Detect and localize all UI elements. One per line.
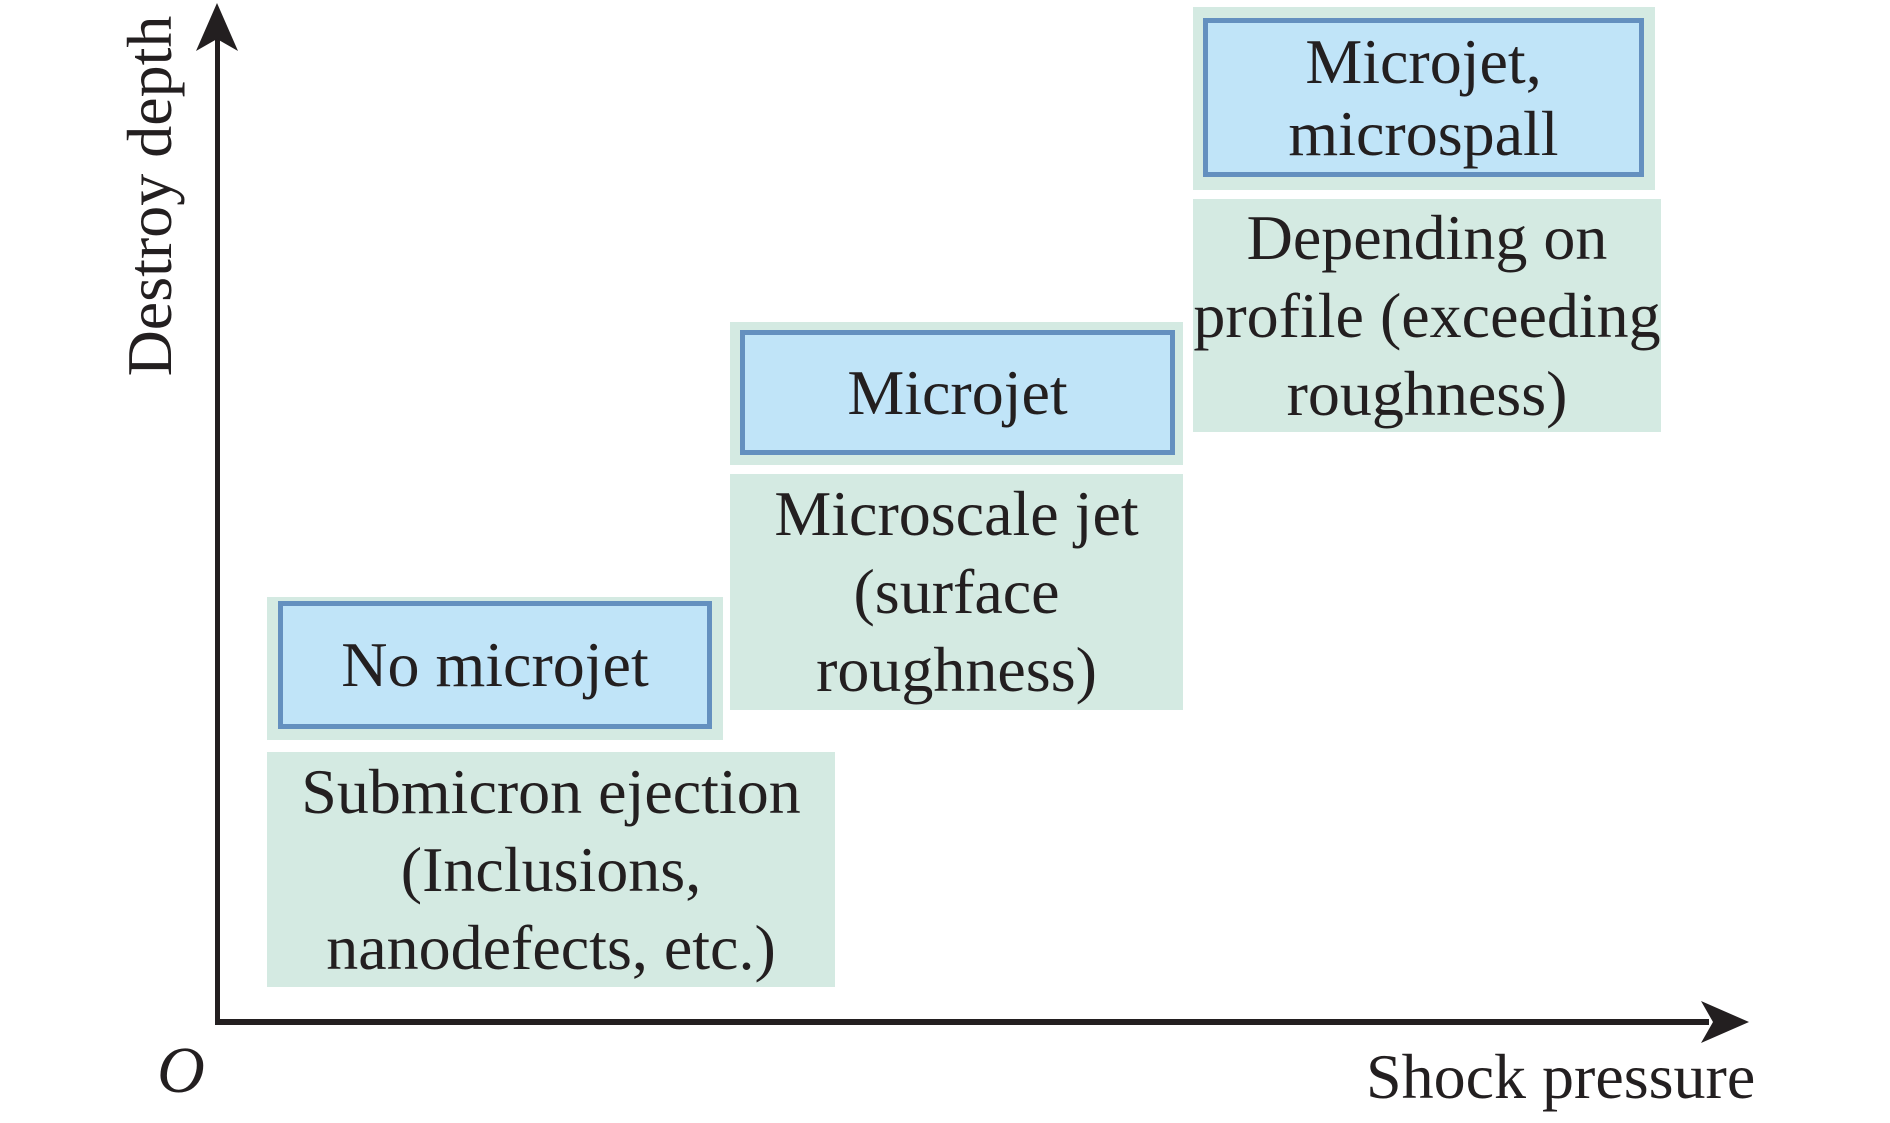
origin-label: O [157, 1034, 205, 1107]
stage-1-box: No microjet [278, 601, 712, 729]
stage-3-note: Depending on profile (exceeding roughnes… [1193, 199, 1661, 432]
stage-2-note-line-1: Microscale jet [774, 478, 1139, 549]
stage-1-note-line-1: Submicron ejection [301, 755, 801, 827]
stage-3-box-label-line-1: Microjet, [1305, 25, 1542, 97]
stage-2-box-label: Microjet [847, 356, 1068, 428]
x-axis-line [215, 1019, 1709, 1025]
stage-2-box: Microjet [740, 330, 1175, 455]
stage-2-note-line-3: roughness) [816, 634, 1097, 705]
stage-3-note-line-1: Depending on [1246, 201, 1608, 273]
stage-1-note-line-2: (Inclusions, [400, 833, 702, 905]
stage-1-note-line-3: nanodefects, etc.) [326, 911, 776, 983]
stage-1-note: Submicron ejection (Inclusions, nanodefe… [267, 752, 835, 987]
stage-3-box: Microjet, microspall [1203, 18, 1644, 177]
y-axis-arrowhead-icon [196, 3, 238, 51]
stage-3-note-line-2: profile (exceeding [1193, 279, 1661, 351]
stage-1-box-label: No microjet [341, 629, 649, 700]
y-axis-label: Destroy depth [114, 15, 185, 377]
stage-3-box-label-line-2: microspall [1288, 97, 1559, 169]
stage-3-note-line-3: roughness) [1286, 357, 1568, 429]
stage-2-note: Microscale jet (surface roughness) [730, 474, 1183, 710]
y-axis-line [215, 26, 220, 1024]
stage-2-note-line-2: (surface [853, 556, 1060, 627]
x-axis-label: Shock pressure [1366, 1041, 1756, 1112]
x-axis-arrowhead-icon [1701, 1001, 1749, 1043]
